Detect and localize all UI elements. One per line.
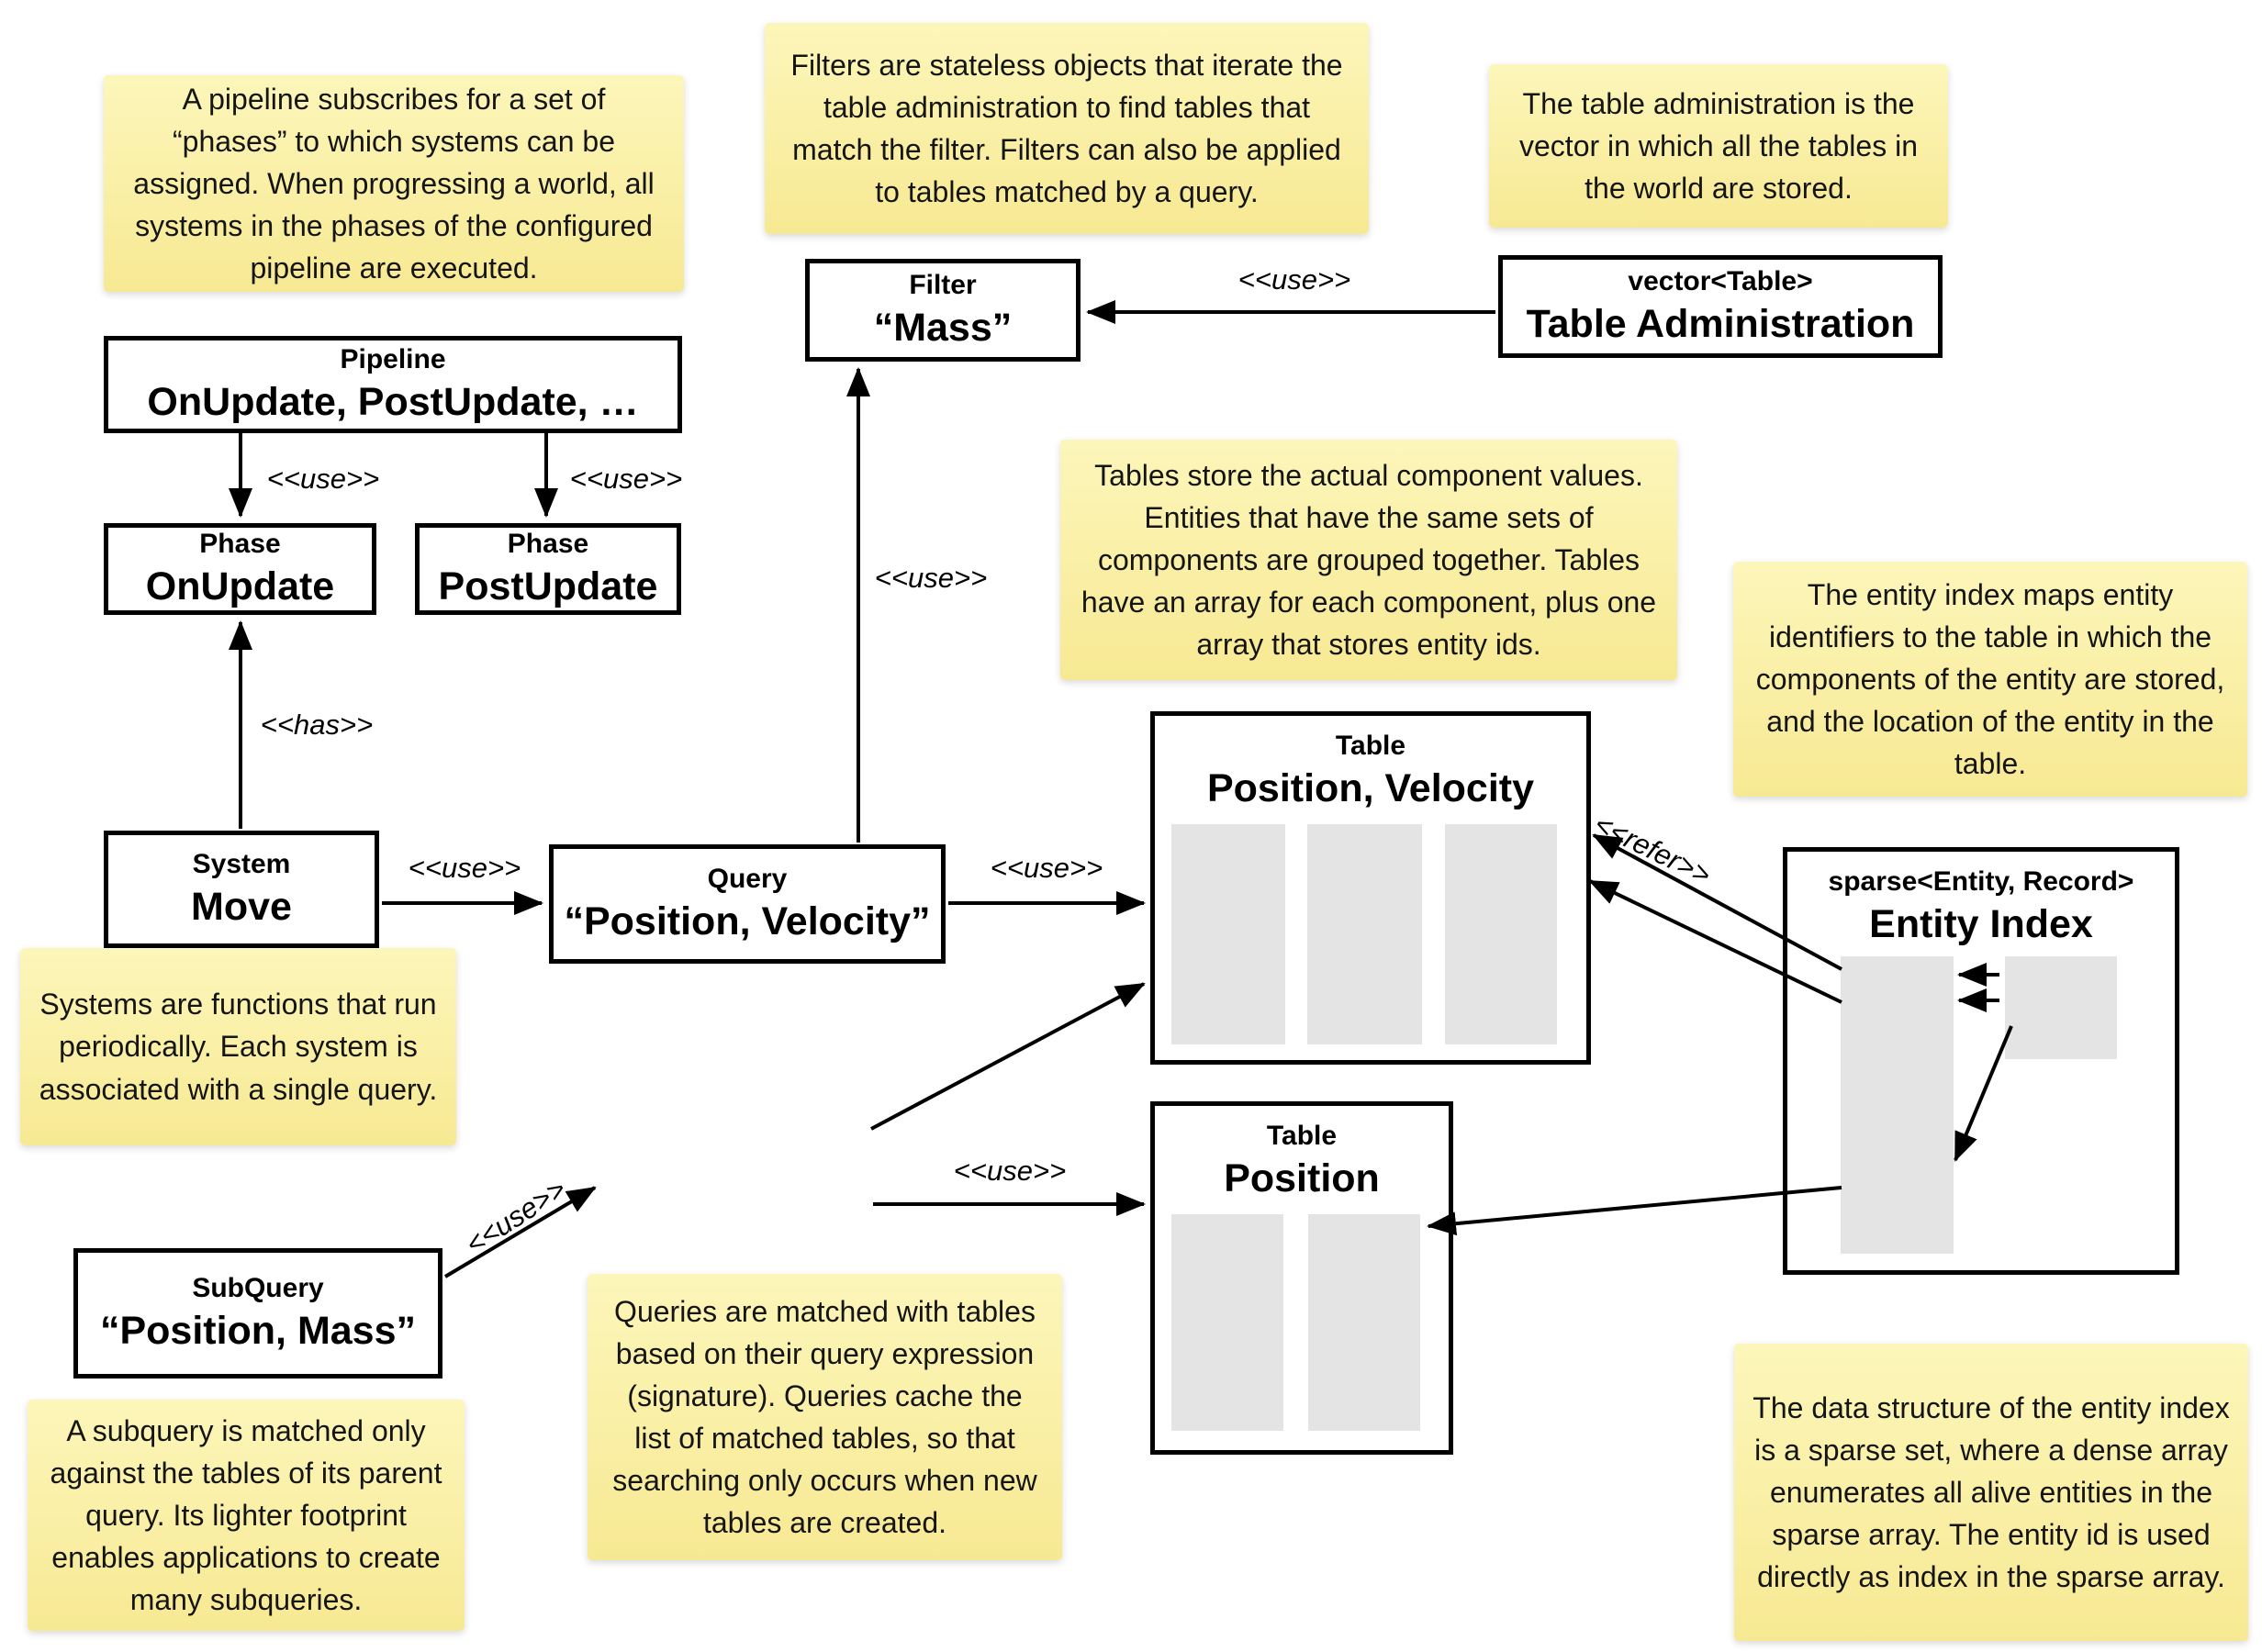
node-query-position-velocity-name: “Position, Velocity” xyxy=(564,899,931,943)
node-table-position: Table Position xyxy=(1150,1101,1453,1455)
note-subquery-text: A subquery is matched only against the t… xyxy=(50,1413,442,1617)
note-filters: Filters are stateless objects that itera… xyxy=(765,23,1369,234)
edge-label-use-query-table-pos: <<use>> xyxy=(953,1155,1067,1187)
node-filter-mass: Filter “Mass” xyxy=(805,259,1081,362)
component-array xyxy=(1307,824,1422,1044)
node-system-move: System Move xyxy=(104,831,379,948)
note-filters-text: Filters are stateless objects that itera… xyxy=(790,48,1343,209)
node-phase-onupdate-stereotype: Phase xyxy=(199,529,281,560)
node-filter-mass-name: “Mass” xyxy=(873,305,1013,350)
note-table-administration-text: The table administration is the vector i… xyxy=(1519,86,1918,206)
node-table-administration-stereotype: vector<Table> xyxy=(1628,266,1813,297)
node-phase-onupdate: Phase OnUpdate xyxy=(104,523,376,615)
node-filter-mass-stereotype: Filter xyxy=(909,270,977,301)
note-systems-text: Systems are functions that run periodica… xyxy=(39,988,438,1106)
node-subquery-position-mass: SubQuery “Position, Mass” xyxy=(73,1248,442,1379)
node-entity-index: sparse<Entity, Record> Entity Index xyxy=(1783,847,2179,1275)
edge-label-use-query-filter: <<use>> xyxy=(874,562,988,594)
note-entity-index: The entity index maps entity identifiers… xyxy=(1733,562,2247,797)
note-queries: Queries are matched with tables based on… xyxy=(588,1274,1062,1560)
node-pipeline-stereotype: Pipeline xyxy=(340,344,446,375)
node-table-position-stereotype: Table xyxy=(1266,1121,1338,1151)
dense-array xyxy=(2005,956,2117,1059)
edge-label-refer-index-table: <<refer>> xyxy=(1589,807,1717,892)
note-table-administration: The table administration is the vector i… xyxy=(1489,64,1948,228)
node-query-position-velocity: Query “Position, Velocity” xyxy=(549,844,946,964)
note-entity-index-text: The entity index maps entity identifiers… xyxy=(1755,577,2225,781)
note-tables-text: Tables store the actual component values… xyxy=(1081,458,1657,662)
edge-index-refer-table-pos xyxy=(1427,1186,1842,1236)
edge-label-use-query-table-pv: <<use>> xyxy=(990,852,1103,884)
note-tables: Tables store the actual component values… xyxy=(1060,440,1677,680)
edge-query-match-table-pv xyxy=(870,982,1146,1131)
note-systems: Systems are functions that run periodica… xyxy=(20,948,456,1145)
node-table-position-velocity-name: Position, Velocity xyxy=(1206,765,1535,810)
sparse-array xyxy=(1841,956,1954,1254)
note-pipeline-text: A pipeline subscribes for a set of “phas… xyxy=(133,82,655,285)
node-subquery-position-mass-stereotype: SubQuery xyxy=(192,1273,324,1304)
node-phase-postupdate-stereotype: Phase xyxy=(507,529,589,560)
node-table-position-name: Position xyxy=(1224,1155,1380,1200)
node-query-position-velocity-stereotype: Query xyxy=(707,864,788,895)
node-phase-onupdate-name: OnUpdate xyxy=(145,564,335,608)
node-table-administration: vector<Table> Table Administration xyxy=(1498,255,1943,358)
edge-label-use-subquery-query: <<use>> xyxy=(459,1172,572,1261)
node-subquery-position-mass-name: “Position, Mass” xyxy=(99,1308,417,1353)
note-pipeline: A pipeline subscribes for a set of “phas… xyxy=(104,75,684,292)
node-pipeline-name: OnUpdate, PostUpdate, … xyxy=(147,379,639,424)
node-entity-index-stereotype: sparse<Entity, Record> xyxy=(1828,866,2134,897)
note-queries-text: Queries are matched with tables based on… xyxy=(612,1294,1037,1540)
edge-label-use-pipeline-onupdate: <<use>> xyxy=(266,463,380,495)
note-subquery: A subquery is matched only against the t… xyxy=(28,1400,465,1631)
entity-id-array xyxy=(1445,824,1557,1044)
edge-label-use-pipeline-postupdate: <<use>> xyxy=(569,463,683,495)
node-entity-index-name: Entity Index xyxy=(1869,901,2093,946)
note-sparse-set: The data structure of the entity index i… xyxy=(1734,1344,2248,1641)
node-phase-postupdate-name: PostUpdate xyxy=(438,564,658,608)
node-table-position-velocity-stereotype: Table xyxy=(1335,731,1406,761)
entity-id-array xyxy=(1308,1214,1420,1431)
node-table-position-velocity: Table Position, Velocity xyxy=(1150,711,1591,1065)
node-pipeline: Pipeline OnUpdate, PostUpdate, … xyxy=(104,336,682,433)
edge-label-has-system-phase: <<has>> xyxy=(260,709,374,741)
node-phase-postupdate: Phase PostUpdate xyxy=(415,523,681,615)
node-table-administration-name: Table Administration xyxy=(1526,301,1915,346)
note-sparse-set-text: The data structure of the entity index i… xyxy=(1752,1390,2230,1594)
node-system-move-stereotype: System xyxy=(192,849,291,880)
node-system-move-name: Move xyxy=(191,884,292,929)
component-array xyxy=(1171,1214,1283,1431)
edge-label-use-system-query: <<use>> xyxy=(408,852,521,884)
component-array xyxy=(1171,824,1285,1044)
edge-label-use-admin-filter: <<use>> xyxy=(1237,263,1351,296)
